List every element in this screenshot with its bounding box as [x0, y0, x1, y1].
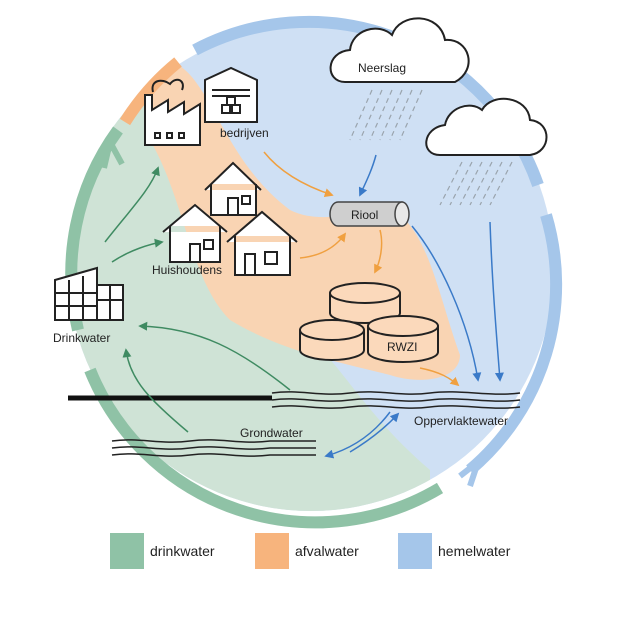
neerslag-label: Neerslag: [358, 61, 406, 75]
arrow-rain-to-riool: [358, 154, 377, 197]
legend-item-hemelwater: hemelwater: [398, 533, 510, 569]
arrow-from-grondwater: [349, 412, 400, 453]
legend-swatch-afvalwater: [255, 533, 289, 569]
hemelwater-arrows: [324, 154, 504, 459]
house-icon-right: [226, 210, 298, 276]
huishoudens-label: Huishoudens: [152, 263, 222, 277]
legend-label: afvalwater: [295, 543, 359, 559]
arrow-riool-to-oppervlakte: [411, 225, 482, 382]
arrow-to-grondwater: [324, 411, 391, 459]
grondwater-label: Grondwater: [240, 426, 303, 440]
oppervlaktewater-label: Oppervlaktewater: [414, 414, 508, 428]
arrow-houses-to-riool: [299, 232, 347, 259]
rwzi-tanks-icon: [299, 282, 439, 363]
cloud-small-icon: [425, 97, 548, 156]
drinkwater-arrows: [104, 166, 291, 433]
legend: drinkwater afvalwater hemelwater: [0, 533, 623, 573]
legend-item-drinkwater: drinkwater: [110, 533, 215, 569]
afvalwater-arrows: [263, 151, 460, 387]
grondwater-waves-icon: [111, 439, 316, 457]
legend-swatch-drinkwater: [110, 533, 144, 569]
legend-swatch-hemelwater: [398, 533, 432, 569]
bedrijven-label: bedrijven: [220, 126, 269, 140]
arrow-rain-to-oppervlakte: [489, 221, 504, 382]
house-icon-left: [162, 203, 228, 263]
arrow-to-factory: [104, 166, 160, 243]
house-icon-back: [204, 161, 262, 216]
cloud-large-icon: Neerslag: [329, 17, 470, 83]
legend-item-afvalwater: afvalwater: [255, 533, 359, 569]
drinkwater-plant-icon: [54, 266, 124, 321]
riool-label: Riool: [351, 208, 378, 222]
rwzi-label: RWZI: [387, 340, 417, 354]
factory-icon: [144, 78, 201, 146]
ring-arrowhead-blue: [458, 453, 484, 487]
warehouse-icon: [204, 66, 258, 123]
arrow-oppervlakte-to-drinkwater: [138, 321, 291, 391]
arrow-bedrijven-to-riool: [263, 151, 334, 197]
ring-arrowhead-green: [101, 133, 125, 169]
ring-blue-right: [466, 213, 563, 475]
arrow-rwzi-to-oppervlakte: [419, 367, 460, 387]
ring-orange-top: [119, 57, 182, 126]
oppervlaktewater-waves-icon: [271, 391, 521, 409]
arrow-to-houses: [111, 238, 164, 263]
legend-label: hemelwater: [438, 543, 511, 559]
ring-green-bottom: [84, 367, 444, 529]
rain-icon: [349, 89, 513, 206]
legend-label: drinkwater: [150, 543, 215, 559]
arrow-grond-to-drinkwater: [122, 348, 189, 433]
arrow-riool-to-rwzi: [374, 229, 383, 274]
riool-pipe-icon: Riool: [329, 201, 410, 227]
drinkwater-label: Drinkwater: [53, 331, 110, 345]
